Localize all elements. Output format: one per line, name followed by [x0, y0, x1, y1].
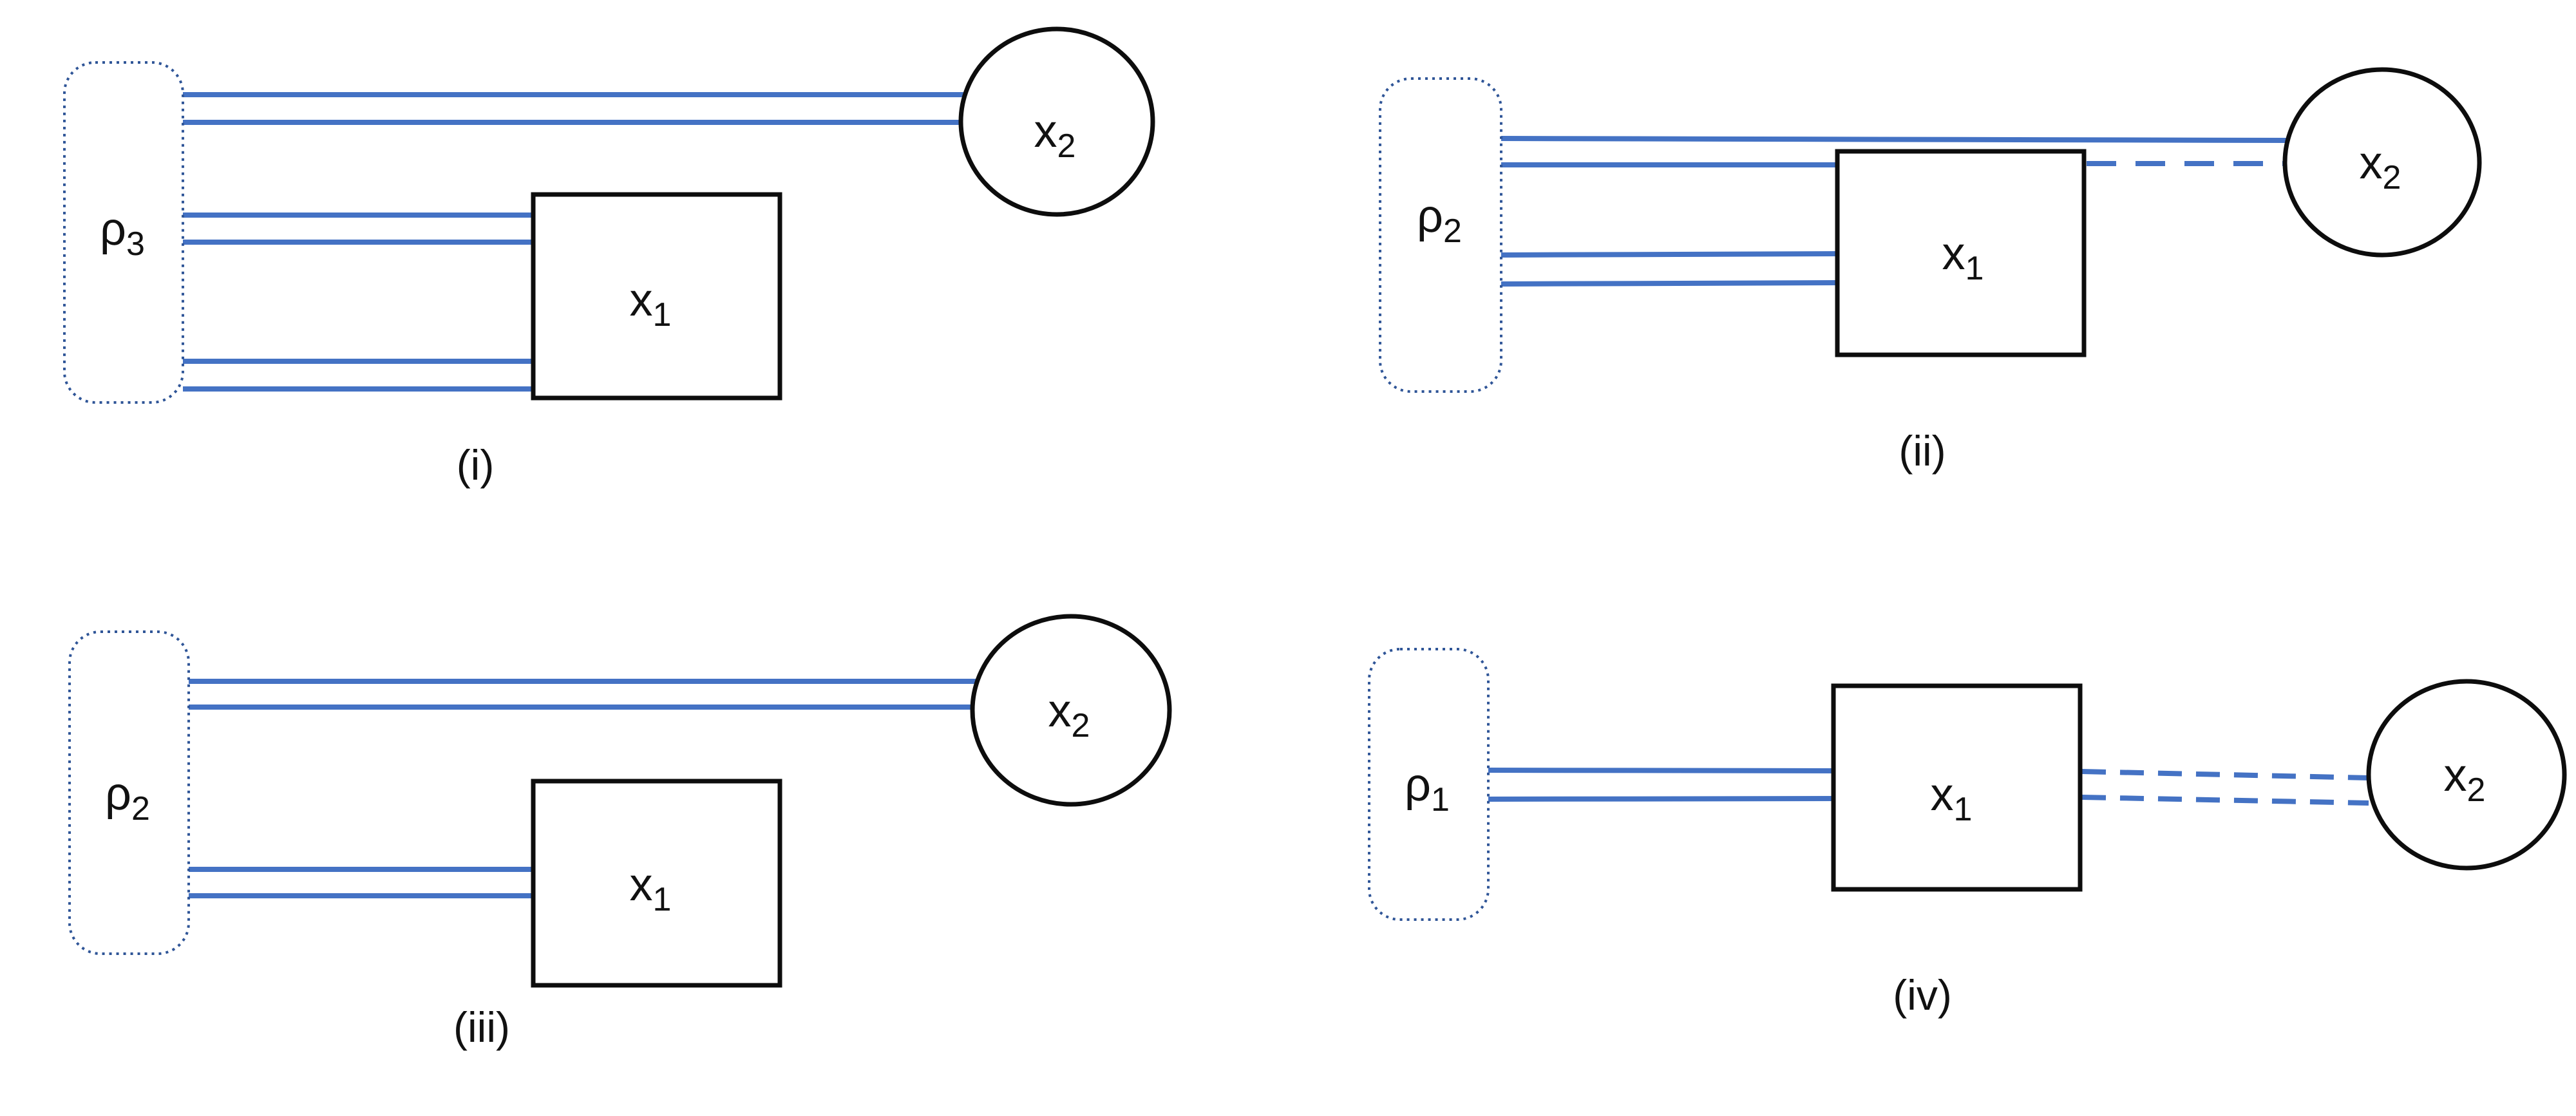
connector-dashed-2: [2081, 795, 2369, 806]
connector-solid-3: [1501, 251, 1839, 258]
rho-node: [68, 630, 190, 955]
x2-circle: [970, 614, 1172, 807]
x1-label-sub: 1: [653, 296, 672, 334]
x1-label-base: x: [1931, 769, 1954, 820]
x1-box: [531, 779, 782, 988]
x1-label-base: x: [1942, 228, 1965, 279]
x2-label-sub: 2: [2467, 771, 2486, 809]
x2-label-sub: 2: [1072, 707, 1090, 744]
x2-label: x2: [2444, 750, 2486, 809]
rho-label: ρ3: [100, 203, 145, 263]
x1-label-base: x: [630, 859, 653, 911]
x2-circle: [2282, 67, 2482, 258]
x1-label-sub: 1: [653, 881, 672, 918]
caption: (i): [457, 441, 495, 489]
x1-label: x1: [1942, 228, 1984, 287]
x2-circle: [2366, 679, 2567, 871]
connector-dashed-1: [2081, 769, 2371, 780]
rho-label-base: ρ: [1417, 191, 1443, 242]
connector-solid-4: [1501, 280, 1839, 287]
connector-solid-1: [1501, 136, 2288, 143]
caption: (iv): [1893, 971, 1952, 1019]
rho-label-sub: 2: [131, 790, 150, 828]
rho-node: [63, 61, 184, 404]
x1-label: x1: [630, 274, 672, 334]
rho-label: ρ1: [1405, 759, 1450, 818]
x1-box: [1835, 149, 2087, 357]
x1-label-sub: 1: [1954, 791, 1973, 828]
x1-box: [1831, 683, 2083, 892]
x1-label-sub: 1: [1965, 250, 1984, 287]
connector-solid-1: [1488, 768, 1835, 773]
caption: (ii): [1899, 427, 1946, 475]
rho-label-base: ρ: [105, 768, 131, 820]
x2-label-sub: 2: [1057, 128, 1076, 165]
rho-label-sub: 2: [1443, 213, 1462, 250]
rho-node: [1379, 77, 1502, 393]
diagram-i: ρ3 x1 x2 (i): [63, 26, 1155, 489]
x2-label-base: x: [1048, 685, 1072, 737]
x1-label: x1: [630, 859, 672, 918]
x2-label-base: x: [1034, 106, 1057, 157]
x1-box: [531, 192, 782, 401]
diagram-ii: ρ2 x1 x2 (ii): [1379, 67, 2482, 475]
x2-circle: [958, 26, 1155, 217]
x2-label-base: x: [2444, 750, 2467, 801]
x2-label: x2: [1048, 685, 1090, 744]
x2-label-sub: 2: [2383, 159, 2401, 196]
rho-label-base: ρ: [1405, 759, 1431, 811]
diagram-iii: ρ2 x1 x2 (iii): [68, 614, 1172, 1051]
diagram-iv: ρ1 x1 x2 (iv): [1368, 648, 2567, 1019]
x2-label: x2: [1034, 106, 1076, 165]
caption: (iii): [453, 1003, 510, 1051]
rho-label-sub: 3: [126, 225, 145, 263]
x1-label-base: x: [630, 274, 653, 326]
rho-label: ρ2: [1417, 191, 1462, 250]
x1-label: x1: [1931, 769, 1973, 828]
rho-label-sub: 1: [1431, 781, 1450, 818]
rho-label-base: ρ: [100, 203, 126, 255]
rho-label: ρ2: [105, 768, 150, 828]
x2-label-base: x: [2360, 137, 2383, 189]
rho-node: [1368, 648, 1490, 921]
x2-label: x2: [2360, 137, 2401, 196]
